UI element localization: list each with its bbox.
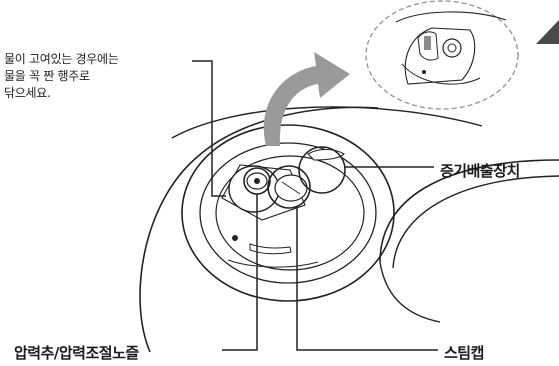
leader-note: [192, 60, 226, 197]
lid-top-edge: [171, 106, 483, 139]
valve-plate: [215, 155, 365, 271]
curved-arrow-icon: [263, 52, 350, 146]
zoom-inset: [365, 0, 519, 110]
highlight-circle-steam-release: [298, 146, 346, 194]
nozzle-hole: [232, 235, 238, 241]
steam-release-slot: [307, 148, 345, 161]
valve-outer-ring: [181, 124, 395, 302]
inset-small-hole: [422, 70, 426, 74]
label-steam-cap: 스팀캡: [444, 344, 484, 362]
cleaning-note: 물이 고여있는 경우에는 물을 꼭 짠 행주로 닦으세요.: [4, 52, 119, 100]
steam-cap-line: [281, 181, 301, 195]
label-steam-release-device: 증기배출장치: [440, 162, 520, 180]
inset-lower-arc: [401, 63, 481, 85]
inset-valve-core: [447, 43, 457, 53]
label-pressure-weight-nozzle: 압력추/압력조절노즐: [14, 344, 139, 362]
leader-steam-cap: [296, 206, 438, 351]
lid-inner-panel-bottom: [379, 261, 441, 323]
warning-triangle-icon: [536, 20, 559, 44]
valve-lower-lip: [227, 259, 319, 268]
inset-gray-bar: [424, 36, 431, 50]
inset-rim: [395, 11, 507, 23]
pressure-weight-dot: [254, 178, 260, 184]
lid-inner-panel-inner: [392, 175, 559, 269]
nozzle-slot: [249, 243, 292, 255]
lid-inner-panel: [379, 159, 559, 263]
highlight-circle-steam-cap: [267, 165, 311, 209]
lid-outer-edge: [139, 106, 379, 353]
leader-pressure-weight: [222, 194, 258, 351]
valve-inner-ring: [199, 142, 377, 284]
